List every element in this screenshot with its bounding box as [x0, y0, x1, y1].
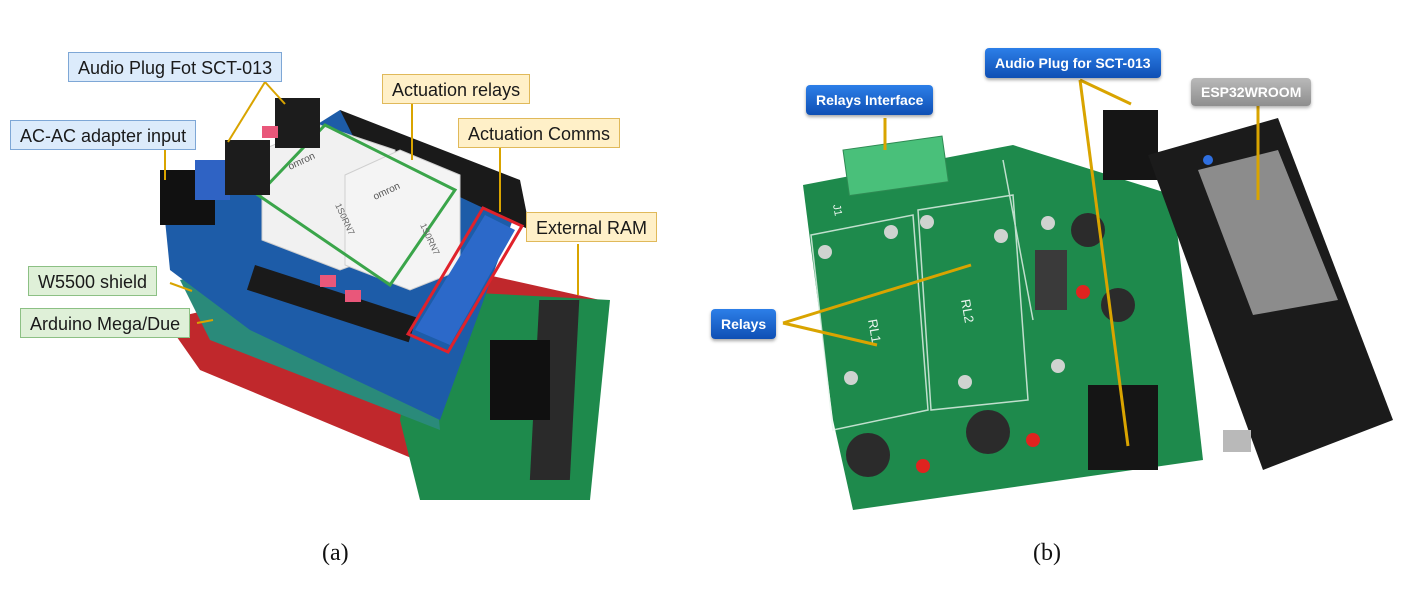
silk-j1: J1 [830, 203, 844, 217]
blue-trimmer [195, 160, 230, 200]
comms-highlight-box [405, 206, 525, 354]
led-1 [916, 459, 930, 473]
pcb-silkscreen [810, 159, 1034, 431]
label-relays-interface: Relays Interface [806, 85, 934, 115]
esp32-wroom-module [1198, 150, 1338, 315]
relays-highlight-box [255, 123, 458, 288]
led-3 [1076, 285, 1090, 299]
jumper-2 [320, 275, 336, 287]
pcb-mounting-holes [818, 215, 1065, 389]
capacitor-3 [1071, 213, 1105, 247]
label-audio-plug-sct013-b: Audio Plug for SCT-013 [985, 48, 1161, 78]
power-led [1203, 155, 1213, 165]
comms-terminal-block [415, 215, 515, 345]
callout-lines-b [782, 78, 1260, 447]
label-ac-adapter-input: AC-AC adapter input [10, 120, 197, 150]
callout-lines-a [164, 81, 579, 324]
silk-rl1: RL1 [865, 318, 884, 344]
led-2 [1026, 433, 1040, 447]
audio-jack-1 [225, 140, 270, 195]
label-esp32wroom: ESP32WROOM [1191, 78, 1312, 106]
label-w5500-shield: W5500 shield [28, 266, 158, 296]
capacitor-1 [846, 433, 890, 477]
relays-interface-terminal [842, 135, 949, 197]
jumper-1 [262, 126, 278, 138]
panel-b: RL1 RL2 J1 [703, 0, 1406, 594]
micro-usb-port [1223, 430, 1251, 452]
audio-jack-2 [275, 98, 320, 148]
caption-b: (b) [1033, 540, 1061, 566]
front-header [246, 264, 417, 343]
label-actuation-relays: Actuation relays [382, 74, 531, 104]
label-relays: Relays [711, 309, 777, 339]
photo-esp32-pcb: RL1 RL2 J1 [782, 78, 1393, 510]
panel-a: omron omron 1S0RN7 1S0RN7 Audio Plug Fot… [10, 52, 658, 566]
label-external-ram: External RAM [526, 212, 658, 242]
ram-chip [490, 340, 550, 420]
photo-arduino-stack: omron omron 1S0RN7 1S0RN7 [160, 81, 610, 500]
voltage-regulator [1035, 250, 1067, 310]
audio-jack-top [1103, 110, 1158, 180]
jumper-3 [345, 290, 361, 302]
capacitor-2 [966, 410, 1010, 454]
label-arduino-mega-due: Arduino Mega/Due [20, 308, 191, 338]
label-audio-plug-sct013: Audio Plug Fot SCT-013 [68, 52, 283, 82]
caption-a: (a) [322, 540, 349, 566]
silk-rl2: RL2 [958, 298, 977, 324]
label-actuation-comms: Actuation Comms [458, 118, 621, 148]
capacitor-4 [1101, 288, 1135, 322]
